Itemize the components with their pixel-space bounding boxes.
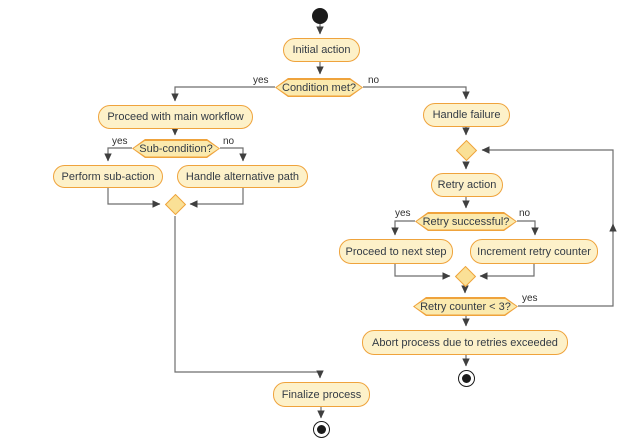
activity-handle-failure: Handle failure <box>423 103 510 127</box>
activity-label: Increment retry counter <box>477 245 591 258</box>
hexagon-shape-fill <box>134 141 219 157</box>
activity-handle-alternative-path: Handle alternative path <box>177 165 308 188</box>
hexagon-shape-fill <box>417 214 516 230</box>
activity-proceed-with-main-workflow: Proceed with main workflow <box>98 105 253 129</box>
edge-label-retry-yes: yes <box>395 208 411 219</box>
decision-label: Retry counter < 3? <box>420 300 511 313</box>
decision-label: Retry successful? <box>422 215 510 228</box>
decision-retry-successful: Retry successful? <box>415 212 517 231</box>
final-node-left-icon <box>313 421 330 438</box>
edge-label-sub-no: no <box>223 136 235 147</box>
activity-perform-sub-action: Perform sub-action <box>53 165 163 188</box>
activity-increment-retry-counter: Increment retry counter <box>470 239 598 264</box>
activity-proceed-to-next-step: Proceed to next step <box>339 239 453 264</box>
decision-label: Sub-condition? <box>139 142 213 155</box>
activity-label: Perform sub-action <box>61 170 155 183</box>
final-node-dot <box>462 374 471 383</box>
activity-label: Finalize process <box>281 388 362 401</box>
activity-label: Proceed to next step <box>345 245 447 258</box>
decision-condition-met: Condition met? <box>275 78 363 97</box>
activity-label: Handle failure <box>432 109 501 121</box>
activity-label: Abort process due to retries exceeded <box>372 336 558 349</box>
final-node-right-icon <box>458 370 475 387</box>
activity-label: Handle alternative path <box>185 170 300 183</box>
edge-label-counter-yes: yes <box>522 293 538 304</box>
activity-label: Retry action <box>437 179 497 191</box>
decision-sub-condition: Sub-condition? <box>132 139 220 158</box>
initial-node-icon <box>312 8 328 24</box>
activity-finalize-process: Finalize process <box>273 382 370 407</box>
hexagon-shape-fill <box>277 80 362 96</box>
edge-label-sub-yes: yes <box>112 136 128 147</box>
hexagon-shape-fill <box>415 299 517 315</box>
activity-retry-action: Retry action <box>431 173 503 197</box>
decision-retry-counter: Retry counter < 3? <box>413 297 518 316</box>
activity-label: Initial action <box>292 44 351 56</box>
activity-initial-action: Initial action <box>283 38 360 62</box>
edge-label-condition-no: no <box>368 75 380 86</box>
activity-abort-process: Abort process due to retries exceeded <box>362 330 568 355</box>
edge-label-retry-no: no <box>519 208 531 219</box>
edge-label-condition-yes: yes <box>253 75 269 86</box>
decision-label: Condition met? <box>282 81 356 94</box>
activity-label: Proceed with main workflow <box>107 111 244 123</box>
final-node-dot <box>317 425 326 434</box>
